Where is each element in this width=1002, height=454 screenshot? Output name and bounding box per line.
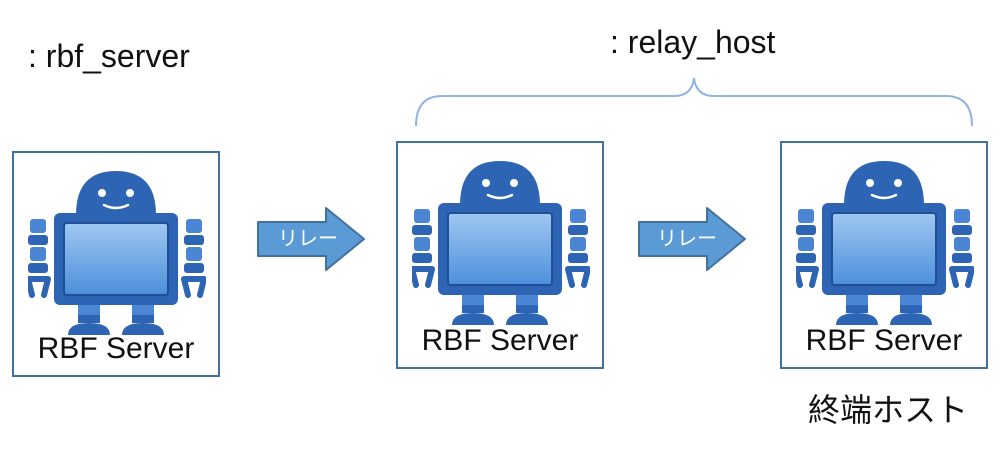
terminal-host-label: 終端ホスト: [808, 392, 969, 428]
relay-host-node: RBF Server: [396, 141, 604, 369]
terminal-host-node: RBF Server: [780, 141, 988, 369]
node-name: RBF Server: [805, 324, 963, 357]
robot-icon: [28, 167, 206, 337]
relay-arrow-label: リレー: [657, 228, 717, 250]
node-name: RBF Server: [37, 332, 195, 365]
relay-arrow: [257, 207, 365, 271]
rbf-server-node: RBF Server: [12, 151, 220, 377]
relay-arrow: [638, 207, 746, 271]
robot-icon: [796, 157, 974, 327]
relay-host-role-label: : relay_host: [610, 24, 776, 60]
robot-icon: [412, 157, 590, 327]
rbf-server-role-label: : rbf_server: [28, 38, 190, 74]
relay-host-brace: [415, 77, 973, 127]
node-name: RBF Server: [421, 324, 579, 357]
relay-arrow-label: リレー: [278, 228, 338, 250]
